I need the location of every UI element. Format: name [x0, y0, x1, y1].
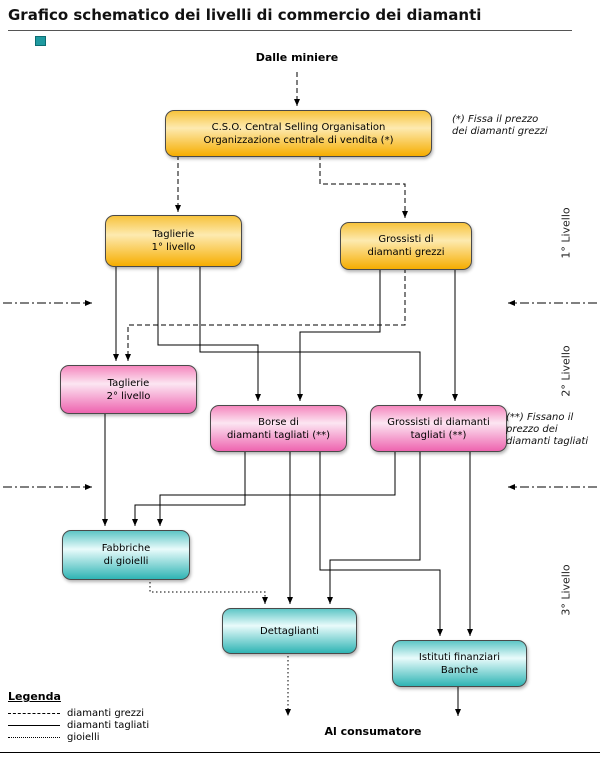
annotation-star1: (*) Fissa il prezzo dei diamanti grezzi: [452, 114, 548, 137]
consumer-label: Al consumatore: [324, 725, 422, 738]
edge-grossisti-tagliati-dettaglianti: [327, 450, 421, 604]
edge-taglierie1-grossisti-tagliati: [199, 265, 423, 401]
page-title: Grafico schematico dei livelli di commer…: [8, 6, 572, 31]
edge-grossisti-grezzi-taglierie2: [125, 268, 406, 361]
legend-item-tagliati: diamanti tagliati: [8, 719, 149, 731]
legend-item-label: diamanti grezzi: [67, 707, 145, 719]
edge-cso-grossisti-grezzi: [319, 155, 408, 218]
legend-item-gioielli: gioielli: [8, 731, 149, 743]
node-grossisti-tagliati: Grossisti di diamanti tagliati (**): [370, 405, 507, 452]
level-label-2: 2° Livello: [559, 345, 573, 397]
edge-fabbriche-dettaglianti: [149, 578, 268, 604]
level-label-1: 1° Livello: [559, 207, 573, 259]
node-cso: C.S.O. Central Selling Organisation Orga…: [165, 110, 432, 157]
legend-item-label: diamanti tagliati: [67, 719, 150, 731]
edge-borse-fabbriche: [132, 450, 246, 526]
solid-line-icon: [8, 724, 60, 726]
edge-grossisti-grezzi-borse: [297, 268, 381, 401]
legend-title: Legenda: [8, 690, 61, 703]
dashed-line-icon: [8, 712, 60, 714]
node-istituti: Istituti finanziari Banche: [392, 640, 527, 687]
node-taglierie-2: Taglierie 2° livello: [60, 365, 197, 414]
node-fabbriche: Fabbriche di gioielli: [62, 530, 190, 580]
edge-grossisti-tagliati-fabbriche: [157, 450, 396, 526]
dotted-line-icon: [8, 736, 60, 738]
node-dettaglianti: Dettaglianti: [222, 608, 357, 654]
annotation-star2: (**) Fissano il prezzo dei diamanti tagl…: [506, 412, 589, 447]
node-borse: Borse di diamanti tagliati (**): [210, 405, 347, 452]
legend-item-grezzi: diamanti grezzi: [8, 707, 149, 719]
bullet-decoration: [35, 36, 46, 46]
level-label-3: 3° Livello: [559, 564, 573, 616]
legend: Legenda diamanti grezzi diamanti tagliat…: [8, 690, 149, 743]
node-taglierie-1: Taglierie 1° livello: [105, 215, 242, 267]
source-label: Dalle miniere: [255, 51, 339, 64]
node-grossisti-grezzi: Grossisti di diamanti grezzi: [340, 222, 472, 270]
bottom-divider: [0, 752, 600, 753]
legend-item-label: gioielli: [67, 731, 100, 743]
